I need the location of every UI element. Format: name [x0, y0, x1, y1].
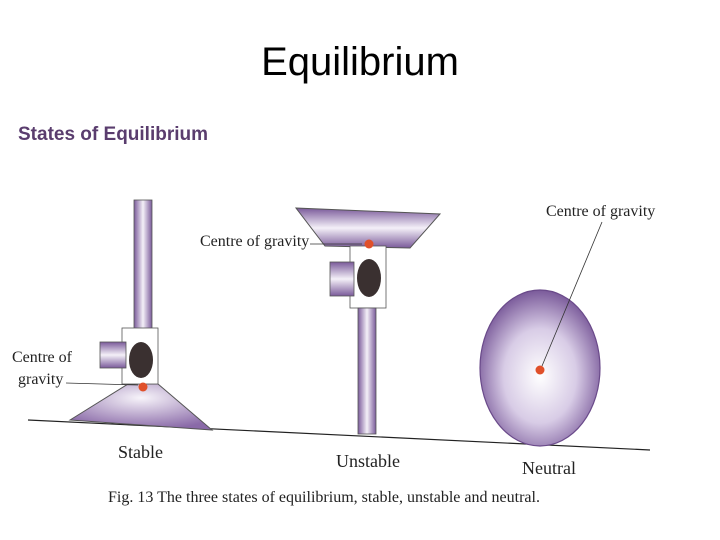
neutral-centre-of-gravity-dot	[535, 365, 545, 375]
unstable-arm	[329, 261, 355, 297]
unstable-pole	[357, 307, 377, 435]
neutral-cog-label: Centre of gravity	[546, 203, 655, 220]
unstable-cog-label: Centre of gravity	[200, 233, 309, 250]
unstable-object	[294, 207, 442, 435]
stable-centre-of-gravity-dot	[138, 382, 148, 392]
unstable-mass	[357, 259, 381, 297]
slide-title: Equilibrium	[261, 40, 459, 84]
neutral-pointer-line	[541, 221, 603, 367]
stable-cog-label-line1: Centre of	[12, 349, 73, 366]
stable-mass	[129, 342, 153, 378]
state-label-stable: Stable	[118, 442, 163, 462]
state-label-neutral: Neutral	[522, 458, 576, 478]
figure-caption: Fig. 13 The three states of equilibrium,…	[108, 489, 540, 506]
unstable-cone	[294, 207, 442, 249]
figure-heading: States of Equilibrium	[18, 124, 208, 145]
state-label-unstable: Unstable	[336, 451, 400, 471]
equilibrium-figure: States of Equilibrium Centre of gravity …	[12, 124, 655, 506]
stable-arm	[99, 341, 127, 369]
stable-pole	[133, 199, 153, 331]
stable-cog-label-line2: gravity	[18, 371, 63, 388]
neutral-object	[479, 289, 601, 447]
stable-pointer-line	[65, 382, 139, 386]
stable-object	[68, 199, 214, 431]
unstable-centre-of-gravity-dot	[364, 239, 374, 249]
